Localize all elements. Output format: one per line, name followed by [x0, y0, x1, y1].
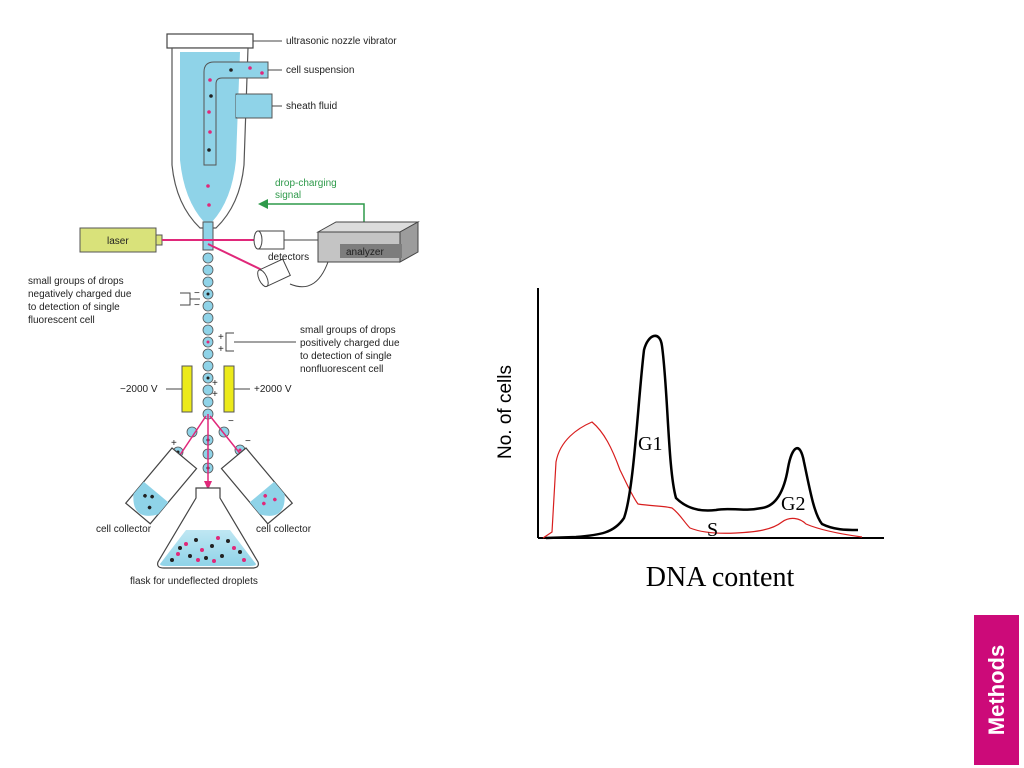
svg-text:−: −: [245, 436, 251, 447]
svg-text:to detection of single: to detection of single: [300, 351, 392, 362]
methods-tab-label: Methods: [983, 644, 1009, 736]
red-curve: [542, 421, 863, 539]
analyzer-box: [316, 221, 420, 263]
sheath-fluid-label: sheath fluid: [286, 101, 337, 112]
svg-text:−: −: [194, 300, 200, 311]
svg-text:+: +: [218, 344, 224, 355]
g1-label: G1: [638, 433, 662, 455]
s-label: S: [707, 519, 718, 541]
laser-label: laser: [107, 236, 129, 247]
nozzle-vibrator: [166, 33, 254, 49]
svg-text:fluorescent cell: fluorescent cell: [28, 315, 95, 326]
drop-charging-label-2: signal: [275, 190, 301, 201]
svg-text:+: +: [171, 438, 177, 449]
svg-text:−: −: [194, 288, 200, 299]
svg-text:to detection of single: to detection of single: [28, 302, 120, 313]
svg-text:+: +: [218, 332, 224, 343]
detector-2: [257, 258, 291, 288]
cell-suspension-label: cell suspension: [286, 65, 354, 76]
nozzle-tip: [202, 221, 214, 251]
left-cell-collector: [124, 447, 198, 525]
dna-histogram: No. of cells DNA content G1 S G2: [495, 288, 884, 593]
suspended-cells: [206, 66, 264, 207]
flow-cytometer-diagram: ultrasonic nozzle vibrator cell suspensi…: [28, 33, 420, 587]
svg-text:negatively charged due: negatively charged due: [28, 289, 132, 300]
svg-text:positively charged due: positively charged due: [300, 338, 400, 349]
positive-groups-label: small groups of drops positively charged…: [300, 325, 400, 375]
right-collector-label: cell collector: [256, 524, 312, 535]
vibrator-label: ultrasonic nozzle vibrator: [286, 36, 397, 47]
drop-charging-signal-arrow: [264, 203, 365, 226]
analyzer-label: analyzer: [346, 247, 384, 258]
svg-text:small groups of drops: small groups of drops: [28, 276, 124, 287]
g2-label: G2: [781, 493, 805, 515]
svg-text:−: −: [228, 416, 234, 427]
droplet-stream: + − −: [171, 252, 251, 474]
negative-voltage-label: −2000 V: [120, 384, 158, 395]
negative-groups-label: small groups of drops negatively charged…: [28, 276, 132, 326]
methods-tab[interactable]: Methods: [974, 615, 1019, 765]
drop-charging-label-1: drop-charging: [275, 178, 337, 189]
x-axis-label: DNA content: [646, 562, 795, 593]
right-cell-collector: [220, 447, 294, 525]
negative-plate: [181, 365, 193, 413]
detector-1: [253, 230, 285, 250]
positive-plate: [223, 365, 235, 413]
flask-label: flask for undeflected droplets: [130, 576, 258, 587]
positive-voltage-label: +2000 V: [254, 384, 292, 395]
collection-flask: [157, 487, 259, 569]
svg-text:small groups of drops: small groups of drops: [300, 325, 396, 336]
y-axis-label: No. of cells: [495, 365, 516, 459]
svg-text:nonfluorescent cell: nonfluorescent cell: [300, 364, 383, 375]
left-collector-label: cell collector: [96, 524, 152, 535]
black-curve: [545, 334, 859, 540]
svg-text:+: +: [212, 378, 218, 389]
svg-text:+: +: [212, 389, 218, 400]
detectors-label: detectors: [268, 252, 309, 263]
